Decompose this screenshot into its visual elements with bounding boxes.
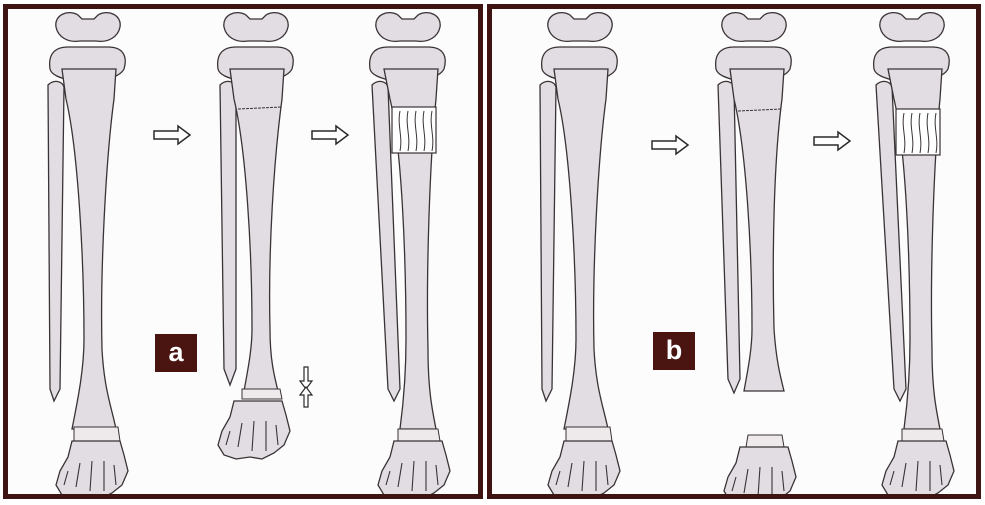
regenerate-bone-segment [896,109,940,155]
panel-b: b [487,4,981,499]
right-arrow-icon [154,126,190,144]
distal-fragment [746,435,784,447]
tibia [62,69,116,429]
compression-arrows-icon [300,367,312,407]
normal-leg [48,13,128,494]
lengthened-leg [874,13,954,494]
panel-label-b: b [653,332,695,370]
panel-label-a: a [155,334,197,372]
ankle-joint [74,427,120,441]
resected-leg [716,13,796,494]
panel-a-illustration [8,9,478,494]
panel-b-illustration [492,9,976,494]
fibula [48,81,64,401]
lengthened-leg [370,13,450,494]
panel-a: a [3,4,483,499]
right-arrow-icon [814,132,850,150]
regenerate-bone-segment [392,107,436,153]
normal-leg [540,13,620,494]
right-arrow-icon [312,126,348,144]
shortened-leg [218,13,294,459]
right-arrow-icon [652,136,688,154]
